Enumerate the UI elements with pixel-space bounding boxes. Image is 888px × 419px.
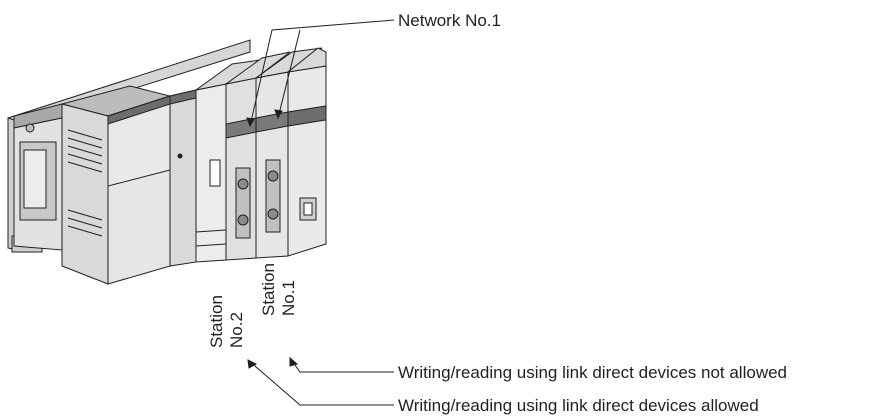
station-no2-line1: Station [207, 295, 226, 348]
station-no1-line2: No.1 [279, 280, 298, 316]
network-label: Network No.1 [398, 11, 501, 30]
network-module-station-2 [225, 77, 257, 261]
station-no1-line1: Station [259, 263, 278, 316]
station-no2-line2: No.2 [227, 312, 246, 348]
callout-allowed: Writing/reading using link direct device… [398, 396, 759, 415]
network-module-station-1 [255, 71, 289, 259]
network-label-leaders [246, 19, 395, 128]
power-supply-module [13, 103, 63, 251]
cpu-module [60, 85, 172, 285]
io-module [169, 89, 197, 267]
module-tops [195, 47, 327, 91]
callout-not-allowed: Writing/reading using link direct device… [398, 363, 787, 382]
rightmost-module [287, 65, 327, 257]
cpu-vent-slots [67, 129, 103, 237]
led-module [195, 83, 227, 263]
station-no2-label: Station No.2 [207, 295, 246, 348]
callout-leaders [247, 356, 394, 406]
station-no1-label: Station No.1 [259, 263, 298, 316]
